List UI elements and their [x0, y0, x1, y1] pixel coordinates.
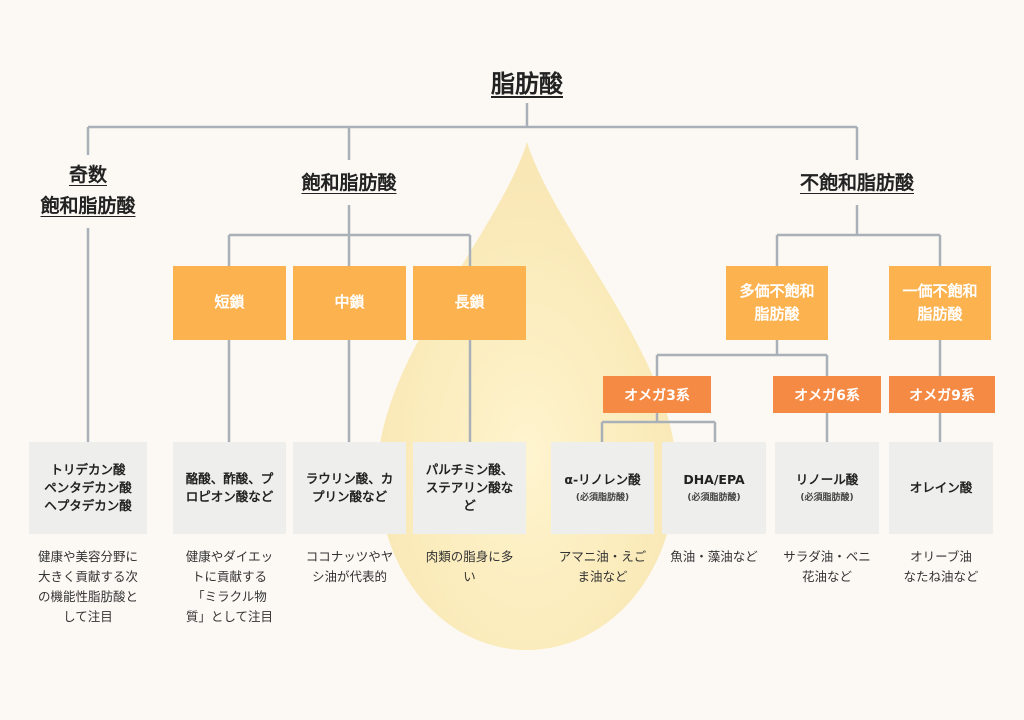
long-chain-examples-box: パルチミン酸、 ステアリン酸な ど: [413, 442, 526, 534]
short-chain-examples-box: 酪酸、酢酸、プ ロピオン酸など: [173, 442, 286, 534]
description-line: 魚油・藻油など: [670, 549, 758, 564]
example-line: パルチミン酸、: [425, 461, 514, 477]
description-line: オリーブ油: [910, 549, 972, 564]
example-note: (必須脂肪酸): [687, 492, 741, 503]
description-line: 健康や美容分野に: [37, 549, 138, 564]
poly-unsaturated-box: 多価不飽和 脂肪酸: [726, 266, 828, 340]
example-line: 酪酸、酢酸、プ: [185, 470, 274, 486]
description-line: 「ミラクル物: [192, 589, 267, 604]
description-line: ま油など: [577, 569, 628, 584]
example-name: リノール酸: [795, 472, 859, 488]
medium-chain-box: 中鎖: [293, 266, 406, 340]
mono-line2: 脂肪酸: [917, 305, 963, 323]
long-chain-description: 肉類の脂身に多 い: [409, 547, 530, 587]
example-note: (必須脂肪酸): [800, 492, 854, 503]
omega6-box: オメガ6系: [773, 376, 881, 413]
description-line: ココナッツやヤ: [305, 549, 394, 564]
odd-description: 健康や美容分野に 大きく貢献する次 の機能性脂肪酸と して注目: [24, 547, 152, 627]
short-chain-description: 健康やダイエッ トに貢献する 「ミラクル物 質」として注目: [169, 547, 290, 627]
description-line: の機能性脂肪酸と: [37, 589, 138, 604]
oleic-description: オリーブ油 なたね油など: [884, 547, 998, 587]
description-line: シ油が代表的: [311, 569, 387, 584]
description-line: トに貢献する: [191, 569, 267, 584]
description-line: サラダ油・ベニ: [783, 549, 871, 564]
description-line: 花油など: [801, 569, 852, 584]
example-line: プリン酸など: [311, 489, 387, 504]
connector-lines: [86, 103, 942, 442]
odd-saturated-heading: 奇数 飽和脂肪酸: [8, 160, 168, 222]
example-note: (必須脂肪酸): [575, 492, 630, 503]
ala-description: アマニ油・えご ま油など: [546, 547, 659, 587]
description-line: 健康やダイエッ: [185, 549, 274, 564]
example-line: ステアリン酸な: [425, 479, 514, 495]
odd-heading-line1: 奇数: [68, 164, 107, 186]
example-line: ヘプタデカン酸: [44, 498, 132, 514]
dha-epa-examples-box: DHA/EPA (必須脂肪酸): [662, 442, 766, 534]
example-line: トリデカン酸: [50, 461, 126, 477]
example-name: DHA/EPA: [683, 472, 745, 488]
poly-line1: 多価不飽和: [739, 281, 815, 300]
dha-epa-description: 魚油・藻油など: [657, 547, 771, 567]
description-line: 肉類の脂身に多: [425, 549, 514, 564]
description-line: して注目: [63, 609, 113, 624]
odd-examples-box: トリデカン酸 ペンタデカン酸 ヘプタデカン酸: [29, 442, 147, 534]
description-line: 大きく貢献する次: [37, 569, 138, 584]
linoleic-description: サラダ油・ベニ 花油など: [770, 547, 884, 587]
root-title: 脂肪酸: [491, 70, 563, 98]
unsaturated-heading: 不飽和脂肪酸: [799, 172, 914, 194]
mono-line1: 一価不飽和: [902, 281, 978, 300]
description-line: なたね油など: [903, 569, 979, 584]
oleic-examples-box: オレイン酸: [889, 442, 993, 534]
ala-examples-box: α-リノレン酸 (必須脂肪酸): [551, 442, 654, 534]
poly-line2: 脂肪酸: [754, 305, 800, 323]
short-chain-box: 短鎖: [173, 266, 286, 340]
mono-unsaturated-box: 一価不飽和 脂肪酸: [889, 266, 991, 340]
linoleic-examples-box: リノール酸 (必須脂肪酸): [775, 442, 879, 534]
saturated-heading: 飽和脂肪酸: [301, 172, 397, 194]
long-chain-box: 長鎖: [413, 266, 526, 340]
example-line: ど: [463, 498, 476, 514]
example-line: ペンタデカン酸: [44, 479, 132, 495]
description-line: アマニ油・えご: [558, 549, 647, 564]
description-line: 質」として注目: [185, 609, 274, 624]
medium-chain-examples-box: ラウリン酸、カ プリン酸など: [293, 442, 406, 534]
example-name: α-リノレン酸: [564, 472, 641, 488]
example-line: ラウリン酸、カ: [305, 470, 394, 486]
omega9-box: オメガ9系: [889, 376, 995, 413]
medium-chain-description: ココナッツやヤ シ油が代表的: [289, 547, 410, 587]
description-line: い: [463, 569, 476, 584]
omega3-box: オメガ3系: [603, 376, 711, 413]
example-name: オレイン酸: [909, 479, 973, 495]
example-line: ロピオン酸など: [185, 489, 274, 504]
odd-heading-line2: 飽和脂肪酸: [40, 195, 136, 217]
